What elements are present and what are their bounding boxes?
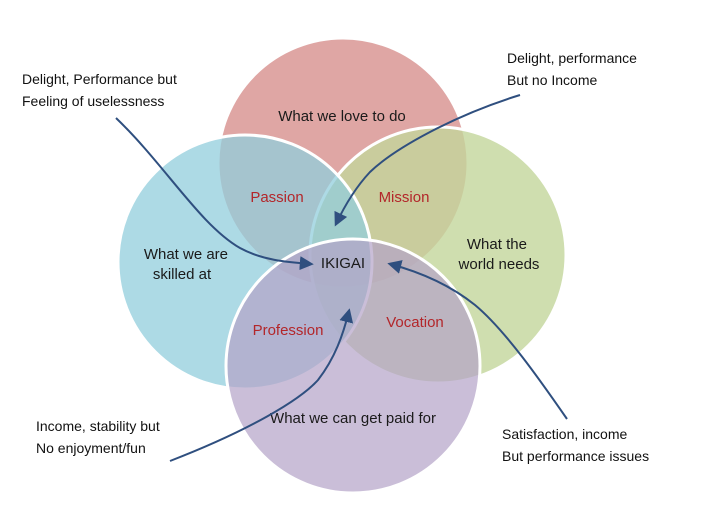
note-top-right: Delight, performance But no Income <box>507 50 641 88</box>
note-bottom-right: Satisfaction, income But performance iss… <box>502 426 649 464</box>
note-bottom-left-line2: No enjoyment/fun <box>36 440 146 456</box>
note-bottom-right-line1: Satisfaction, income <box>502 426 627 442</box>
note-top-right-line2: But no Income <box>507 72 597 88</box>
label-needs-line2: world needs <box>458 256 540 273</box>
arrow-bottom-right <box>387 260 568 420</box>
note-top-left-line2: Feeling of uselessness <box>22 93 164 109</box>
arrow-bottom-left <box>169 308 354 462</box>
note-top-right-line1: Delight, performance <box>507 50 637 66</box>
label-passion: Passion <box>250 189 303 206</box>
label-paid: What we can get paid for <box>270 410 436 427</box>
label-skilled: What we are skilled at <box>144 246 232 283</box>
label-love: What we love to do <box>278 108 406 125</box>
note-top-left: Delight, Performance but Feeling of usel… <box>22 71 181 109</box>
arrow-top-right <box>334 94 521 227</box>
label-mission: Mission <box>379 189 430 206</box>
note-bottom-right-line2: But performance issues <box>502 448 649 464</box>
label-skilled-line2: skilled at <box>153 266 212 283</box>
label-vocation: Vocation <box>386 314 444 331</box>
note-top-left-line1: Delight, Performance but <box>22 71 177 87</box>
arrow-top-left <box>115 117 314 271</box>
label-profession: Profession <box>253 322 324 339</box>
label-skilled-line1: What we are <box>144 246 228 263</box>
note-bottom-left: Income, stability but No enjoyment/fun <box>36 418 164 456</box>
label-needs: What the world needs <box>458 236 540 273</box>
label-needs-line1: What the <box>467 236 527 253</box>
label-ikigai: IKIGAI <box>321 255 365 272</box>
note-bottom-left-line1: Income, stability but <box>36 418 160 434</box>
circle-paid <box>224 237 482 495</box>
